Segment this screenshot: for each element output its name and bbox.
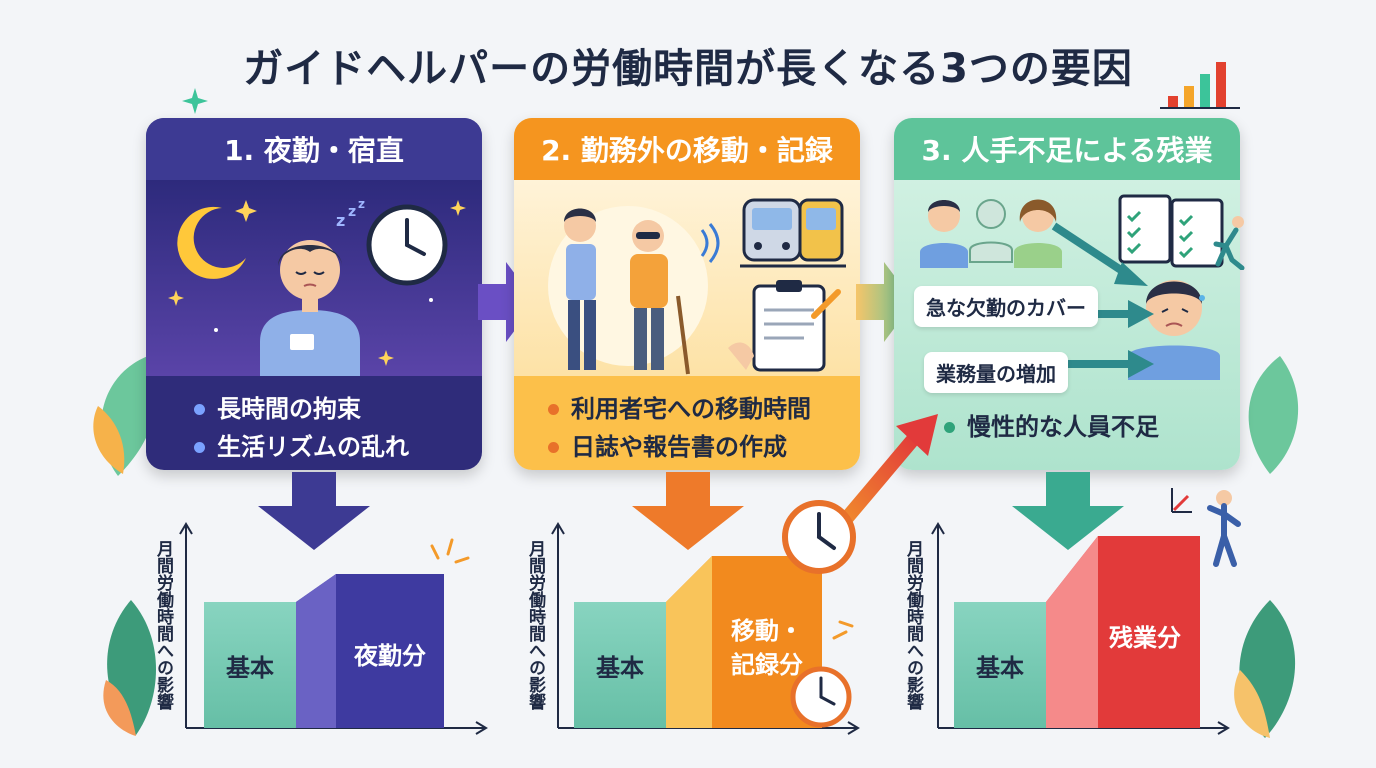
factor-bullets: 慢性的な人員不足: [894, 408, 1240, 446]
pressure-arrows-icon: [1051, 222, 1154, 378]
bar-base: [954, 602, 1046, 728]
arrow-down-icon: [632, 472, 744, 550]
bar-base: [574, 602, 666, 728]
bar-label-base: 基本: [226, 654, 274, 682]
arrow-right-icon: [856, 262, 914, 342]
arrow-down-icon: [258, 472, 370, 550]
chart-y-axis-label: 月間労働時間への影響: [903, 540, 923, 710]
train-icon: [740, 198, 846, 268]
guide-helper-illustration: [548, 206, 708, 375]
staff-group-illustration: [920, 199, 1062, 268]
leaf-icon: [1248, 356, 1299, 474]
bullet-item: 利用者宅への移動時間: [548, 390, 860, 428]
sparkle-icon: [832, 620, 854, 640]
factor-heading: 2. 勤務外の移動・記録: [514, 118, 860, 180]
arrow-down-icon: [1012, 472, 1124, 550]
factor-bullets: 利用者宅への移動時間 日誌や報告書の作成: [514, 390, 860, 466]
svg-text:z: z: [336, 211, 345, 230]
checklist-icon: [1118, 194, 1224, 268]
bar-base: [204, 602, 296, 728]
bar-extra: [666, 556, 822, 728]
factor-bullets: 長時間の拘束 生活リズムの乱れ: [146, 390, 482, 466]
bar-label-extra: 夜勤分: [354, 642, 426, 670]
sparkle-icon: [430, 538, 470, 564]
leaf-icon: [1234, 600, 1296, 738]
clock-icon: [782, 500, 856, 574]
bullet-item: 長時間の拘束: [194, 390, 482, 428]
bar-label-extra: 移動・ 記録分: [731, 617, 803, 679]
leaf-icon: [103, 600, 156, 736]
factor-heading: 1. 夜勤・宿直: [146, 118, 482, 180]
bullet-item: 日誌や報告書の作成: [548, 428, 860, 466]
factor-card-travel-records: 2. 勤務外の移動・記録: [514, 118, 860, 470]
worried-person-icon: [1171, 488, 1241, 567]
clipboard-icon: [728, 280, 841, 372]
bar-label-base: 基本: [976, 654, 1024, 682]
cause-chip: 急な欠勤のカバー: [914, 286, 1098, 327]
bar-extra: [296, 574, 444, 728]
factor-card-staff-shortage: 3. 人手不足による残業 急な欠勤のカバー 業務量の増加 慢: [894, 118, 1240, 470]
bar-label-extra: 残業分: [1109, 624, 1181, 652]
clock-icon: [366, 204, 448, 286]
running-person-icon: [1213, 216, 1245, 270]
id-badge-icon: [290, 334, 314, 350]
sparkle-icon: [182, 88, 208, 114]
chart-axes: [551, 522, 860, 735]
sound-waves-icon: [700, 223, 720, 263]
moon-icon: [177, 206, 246, 279]
chart-axes: [931, 522, 1230, 735]
chart-y-axis-label: 月間労働時間への影響: [153, 540, 173, 710]
factor-heading: 3. 人手不足による残業: [894, 118, 1240, 180]
bar-chart-icon: [1160, 62, 1240, 109]
chart-axes: [179, 522, 488, 735]
stars-icon: [168, 200, 466, 366]
svg-text:z: z: [348, 204, 356, 220]
tired-worker-illustration: [260, 240, 360, 376]
chart-y-axis-label: 月間労働時間への影響: [525, 540, 545, 710]
svg-text:z: z: [358, 197, 365, 211]
bullet-item: 生活リズムの乱れ: [194, 428, 482, 466]
leaf-icon: [93, 356, 157, 476]
bullet-item: 慢性的な人員不足: [944, 408, 1240, 446]
bar-label-base: 基本: [596, 654, 644, 682]
stressed-worker-illustration: [1128, 280, 1220, 380]
clock-icon: [790, 666, 852, 728]
arrow-right-icon: [478, 262, 536, 342]
factor-card-night-shift: 1. 夜勤・宿直 z z z 長時間の拘束 生活リズムの乱れ: [146, 118, 482, 470]
cause-chip: 業務量の増加: [924, 352, 1068, 393]
bar-extra: [1046, 536, 1200, 728]
sleep-icon: z z z: [336, 197, 365, 230]
page-title: ガイドヘルパーの労働時間が長くなる3つの要因: [243, 46, 1133, 92]
